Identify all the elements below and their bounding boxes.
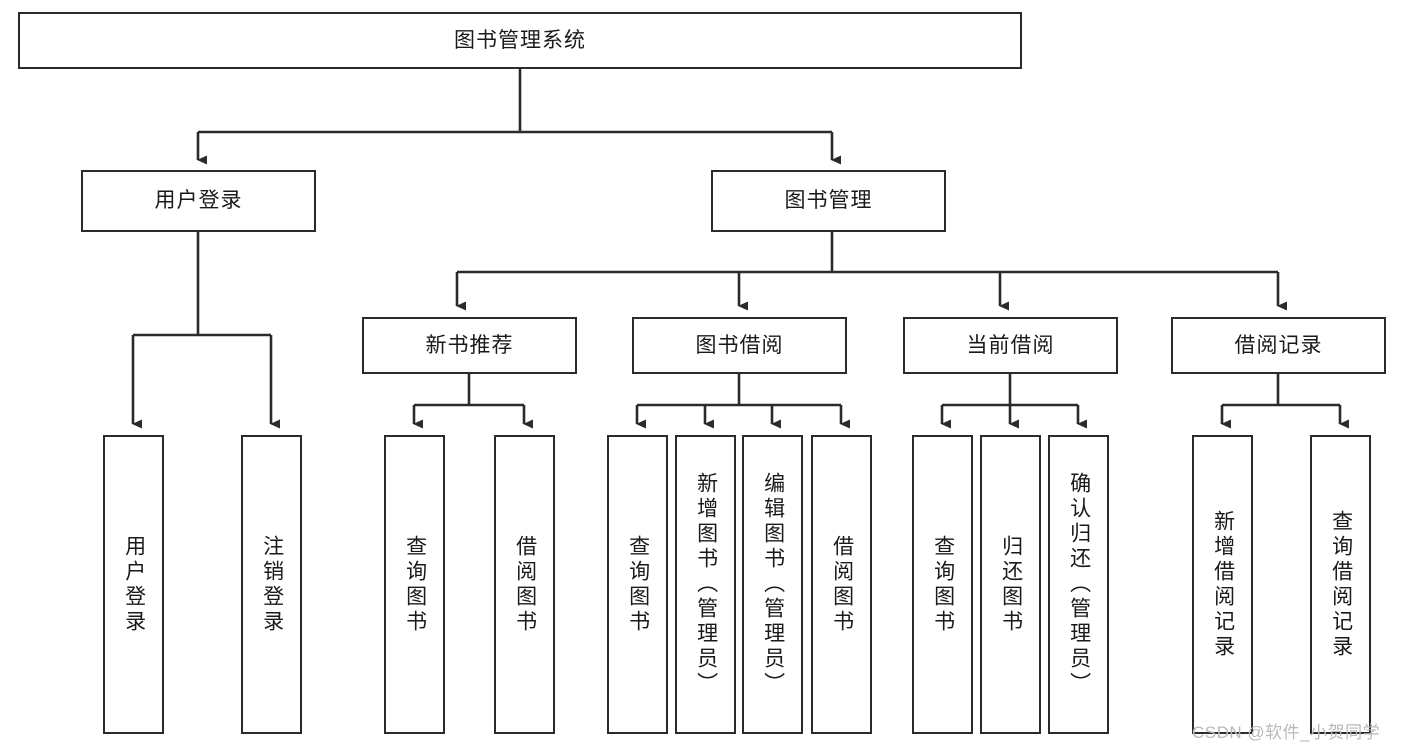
node-book-borrow[interactable]: 图书借阅: [632, 317, 847, 374]
leaf-logout[interactable]: 注销登录: [241, 435, 302, 734]
node-user-login[interactable]: 用户登录: [81, 170, 316, 232]
leaf-add-book-admin[interactable]: 新增图书（管理员）: [675, 435, 736, 734]
node-label: 图书管理: [784, 189, 873, 213]
leaf-edit-book-admin[interactable]: 编辑图书（管理员）: [742, 435, 803, 734]
node-label: 查询图书: [931, 534, 955, 635]
node-label: 确认归还（管理员）: [1067, 472, 1091, 697]
node-label: 借阅记录: [1234, 333, 1323, 357]
node-new-book-recommend[interactable]: 新书推荐: [362, 317, 577, 374]
node-label: 注销登录: [260, 534, 284, 635]
node-label: 查询图书: [626, 534, 650, 635]
node-label: 借阅图书: [513, 534, 537, 635]
leaf-confirm-return-admin[interactable]: 确认归还（管理员）: [1048, 435, 1109, 734]
node-current-borrow[interactable]: 当前借阅: [903, 317, 1118, 374]
node-label: 查询图书: [403, 534, 427, 635]
node-label: 用户登录: [122, 534, 146, 635]
leaf-query-books-current[interactable]: 查询图书: [912, 435, 973, 734]
leaf-return-books[interactable]: 归还图书: [980, 435, 1041, 734]
leaf-query-borrow-record[interactable]: 查询借阅记录: [1310, 435, 1371, 734]
csdn-watermark: CSDN @软件_小贺同学: [1192, 723, 1381, 742]
node-label: 新书推荐: [425, 333, 514, 357]
node-label: 借阅图书: [830, 534, 854, 635]
node-label: 当前借阅: [966, 333, 1055, 357]
leaf-user-login[interactable]: 用户登录: [103, 435, 164, 734]
leaf-query-books-recommend[interactable]: 查询图书: [384, 435, 445, 734]
node-label: 图书管理系统: [454, 28, 586, 52]
node-label: 用户登录: [154, 189, 243, 213]
node-label: 新增图书（管理员）: [694, 472, 718, 697]
node-label: 编辑图书（管理员）: [761, 472, 785, 697]
node-label: 归还图书: [999, 534, 1023, 635]
node-label: 新增借阅记录: [1211, 509, 1235, 660]
leaf-borrow-books-recommend[interactable]: 借阅图书: [494, 435, 555, 734]
leaf-query-books-borrow[interactable]: 查询图书: [607, 435, 668, 734]
node-book-management[interactable]: 图书管理: [711, 170, 946, 232]
node-label: 查询借阅记录: [1329, 509, 1353, 660]
node-root-book-management-system[interactable]: 图书管理系统: [18, 12, 1022, 69]
node-label: 图书借阅: [695, 333, 784, 357]
leaf-add-borrow-record[interactable]: 新增借阅记录: [1192, 435, 1253, 734]
node-borrow-records[interactable]: 借阅记录: [1171, 317, 1386, 374]
leaf-borrow-books[interactable]: 借阅图书: [811, 435, 872, 734]
